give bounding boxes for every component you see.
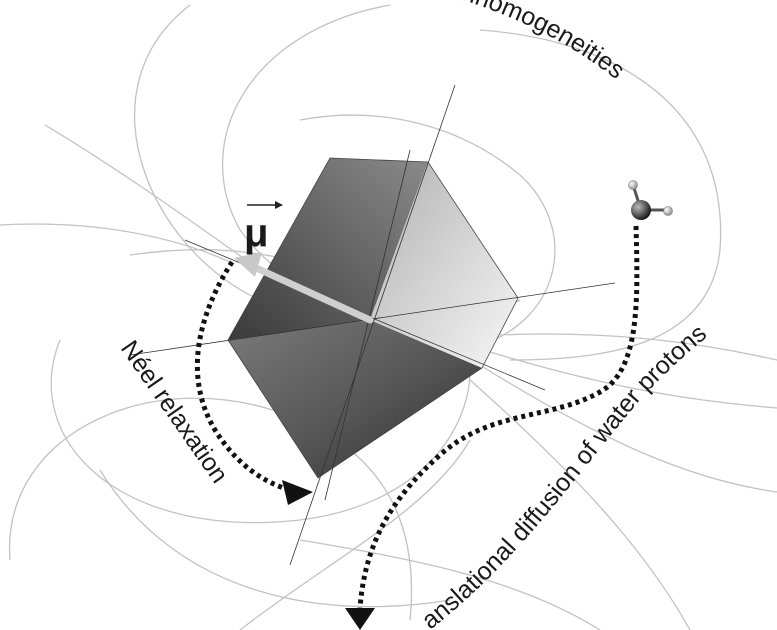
neel-relaxation-path [194, 260, 313, 505]
cube-front-face [228, 320, 482, 478]
diffusion-path [345, 225, 640, 630]
field-lines [0, 4, 777, 630]
arrow-icon [234, 252, 262, 277]
nanoparticle-cube [227, 157, 519, 479]
moment-symbol: μ [244, 211, 268, 255]
neel-arrowhead-icon [282, 480, 313, 505]
diffusion-arrowhead-icon [345, 608, 375, 630]
cube-top-face [228, 158, 428, 340]
magnetic-moment-arrow [234, 252, 374, 324]
neel-relaxation-label: Néel relaxation [115, 335, 233, 488]
field-inhomogeneities-label: field inhomogeneities [403, 0, 630, 85]
cube-right-face [370, 162, 518, 368]
moment-label: μ [244, 201, 283, 255]
water-molecule-icon [628, 180, 673, 220]
